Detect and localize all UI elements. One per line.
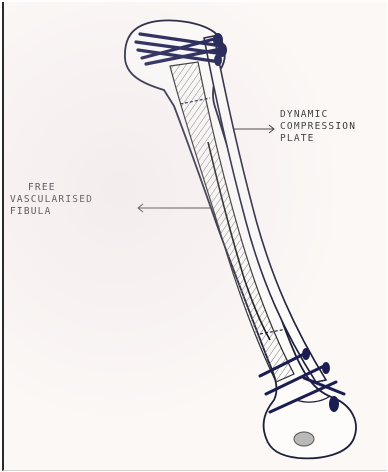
plate-label: DYNAMIC COMPRESSION PLATE [280,109,356,145]
condyle-fossa [294,432,314,446]
fibula-label-line-3: FIBULA [10,206,93,218]
fibula-graft [170,62,294,382]
fibula-label: FREE VASCULARISED FIBULA [10,182,93,218]
plate-label-line-3: PLATE [280,133,356,145]
fibula-label-line-1: FREE [10,182,93,194]
plate-label-line-2: COMPRESSION [280,121,356,133]
plate-leader-arrow [234,125,274,133]
plate-label-line-1: DYNAMIC [280,109,356,121]
fibula-label-line-2: VASCULARISED [10,194,93,206]
fibula-leader-arrow [138,204,212,212]
humerus-fixation-drawing [4,2,387,470]
